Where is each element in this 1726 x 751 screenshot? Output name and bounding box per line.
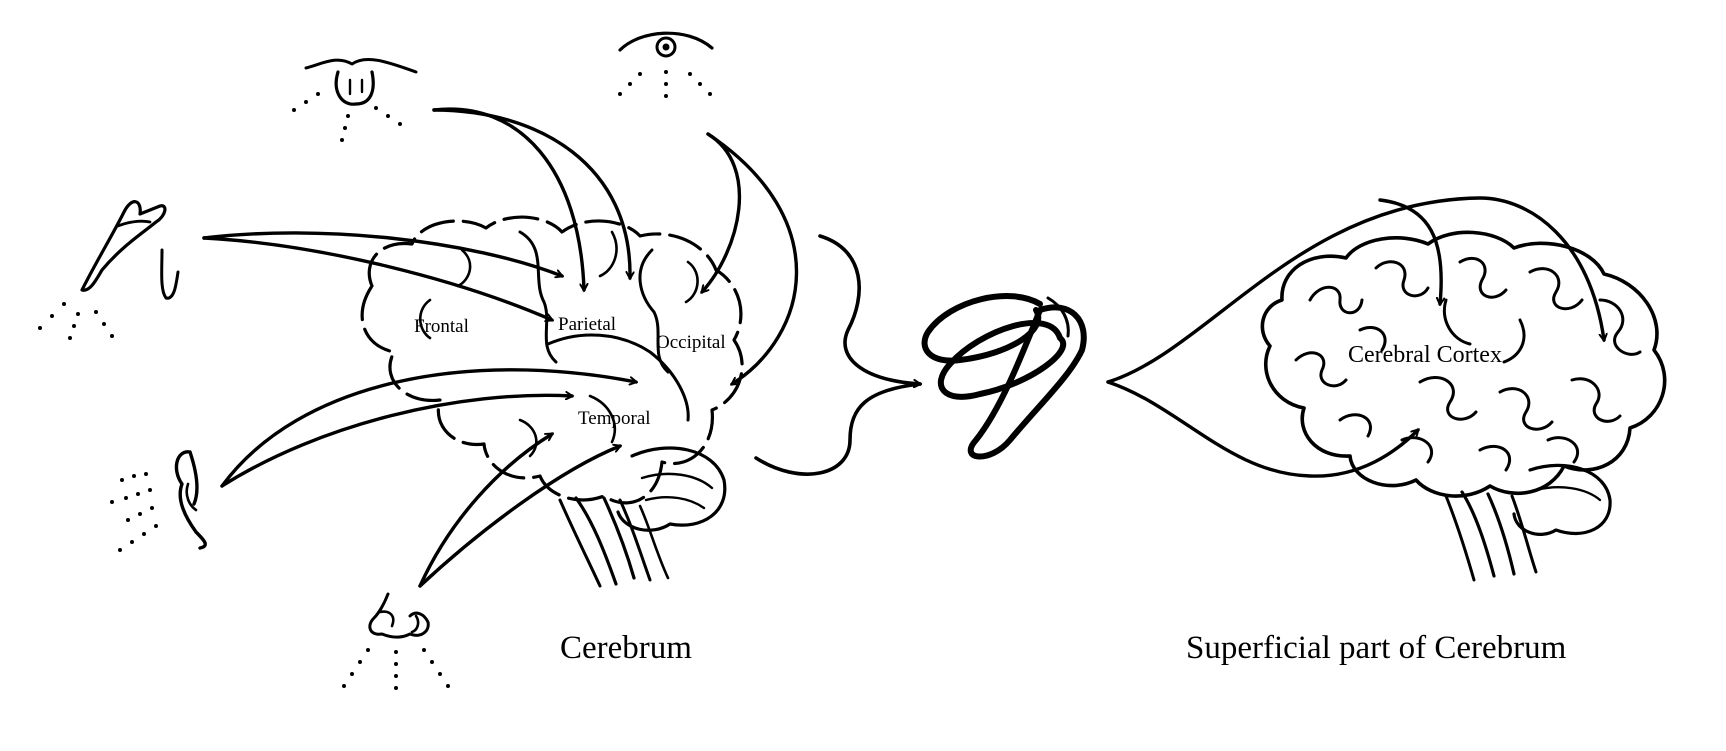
- temporal-label: Temporal: [578, 408, 651, 429]
- cortex-fold-icon: [921, 293, 1087, 460]
- superficial-caption: Superficial part of Cerebrum: [1186, 630, 1567, 666]
- mouth-icon: [292, 57, 418, 142]
- cerebrum-brain: [360, 215, 744, 588]
- enlarge-bracket: [1106, 196, 1604, 478]
- cortex-brain: [1260, 230, 1667, 582]
- cerebrum-caption: Cerebrum: [560, 630, 692, 666]
- cerebral-cortex-label: Cerebral Cortex: [1348, 342, 1502, 368]
- eye-icon: [618, 31, 714, 98]
- brace-arrow: [754, 234, 920, 476]
- sensory-arrows: [202, 107, 799, 588]
- frontal-label: Frontal: [414, 316, 469, 337]
- nose-icon: [342, 592, 450, 690]
- parietal-label: Parietal: [558, 314, 616, 335]
- ear-icon: [110, 450, 207, 552]
- occipital-label: Occipital: [656, 332, 726, 353]
- hand-icon: [38, 200, 180, 340]
